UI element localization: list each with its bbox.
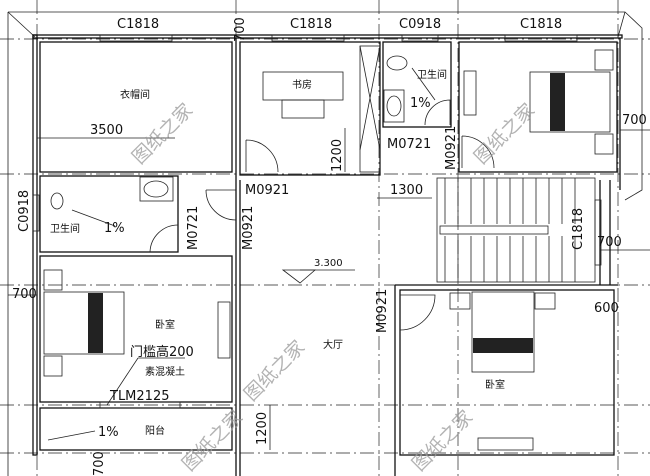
slope-label: 1%: [98, 425, 119, 440]
window-label: C1818: [117, 17, 159, 32]
walls: [32, 34, 623, 476]
dimension-label: 1300: [390, 183, 423, 198]
room-label: 阳台: [145, 424, 165, 437]
room-label: 卫生间: [50, 222, 80, 235]
watermark: 图纸之家: [470, 99, 539, 168]
toilet-left: [50, 192, 64, 210]
door-label: M0921: [375, 289, 390, 333]
window-label: C1818: [290, 17, 332, 32]
door-label: M0921: [444, 126, 459, 170]
watermark: 图纸之家: [178, 406, 247, 475]
material-note: 素混凝土: [145, 365, 185, 378]
dimension-label: 3500: [90, 123, 123, 138]
sink-left: [139, 176, 174, 202]
window-label: C1818: [571, 208, 586, 250]
door-label: M0921: [245, 183, 289, 198]
dimension-label: 1200: [330, 139, 345, 172]
room-label: 卫生间: [417, 68, 447, 81]
watermark: 图纸之家: [128, 99, 197, 168]
room-label: 大厅: [323, 338, 343, 351]
window-marks: [32, 34, 602, 409]
bed-bottom-right: [471, 291, 535, 373]
dimension-label: 700: [12, 287, 37, 302]
tv-cabinet-right: [463, 70, 477, 116]
dimension-label: 700: [233, 17, 248, 42]
furniture: [43, 49, 614, 451]
room-label: 衣帽间: [120, 88, 150, 101]
dimension-lines: [8, 67, 650, 450]
roof-outline: [7, 11, 643, 476]
window-label: C1818: [520, 17, 562, 32]
door-label: TLM2125: [109, 389, 169, 404]
window-label: C0918: [399, 17, 441, 32]
sink-right: [383, 89, 405, 123]
room-label: 卧室: [155, 318, 175, 331]
dimension-label: 700: [92, 451, 107, 476]
elevation-label: 3.300: [314, 258, 343, 269]
slope-label: 1%: [104, 221, 125, 236]
door-label: M0721: [186, 206, 201, 250]
watermark: 图纸之家: [408, 406, 477, 475]
dimension-label: 600: [594, 301, 619, 316]
room-label: 卧室: [485, 378, 505, 391]
toilet-right: [386, 55, 408, 71]
door-label: M0721: [387, 137, 431, 152]
tv-cabinet-bottom: [477, 437, 534, 451]
elevation-marker: [281, 269, 317, 284]
dimension-label: 1200: [255, 412, 270, 445]
bed-left: [43, 291, 125, 355]
sill-note: 门槛高200: [130, 344, 194, 360]
bed-top-right: [529, 71, 611, 133]
watermark: 图纸之家: [240, 336, 309, 405]
staircase: [436, 177, 596, 283]
dimension-label: 700: [622, 113, 647, 128]
window-label: C0918: [17, 190, 32, 232]
door-label: M0921: [241, 206, 256, 250]
dimension-label: 700: [597, 235, 622, 250]
door-swings: [149, 45, 495, 331]
tv-cabinet-left: [217, 301, 231, 359]
slope-label: 1%: [410, 96, 431, 111]
room-label: 书房: [292, 78, 312, 91]
